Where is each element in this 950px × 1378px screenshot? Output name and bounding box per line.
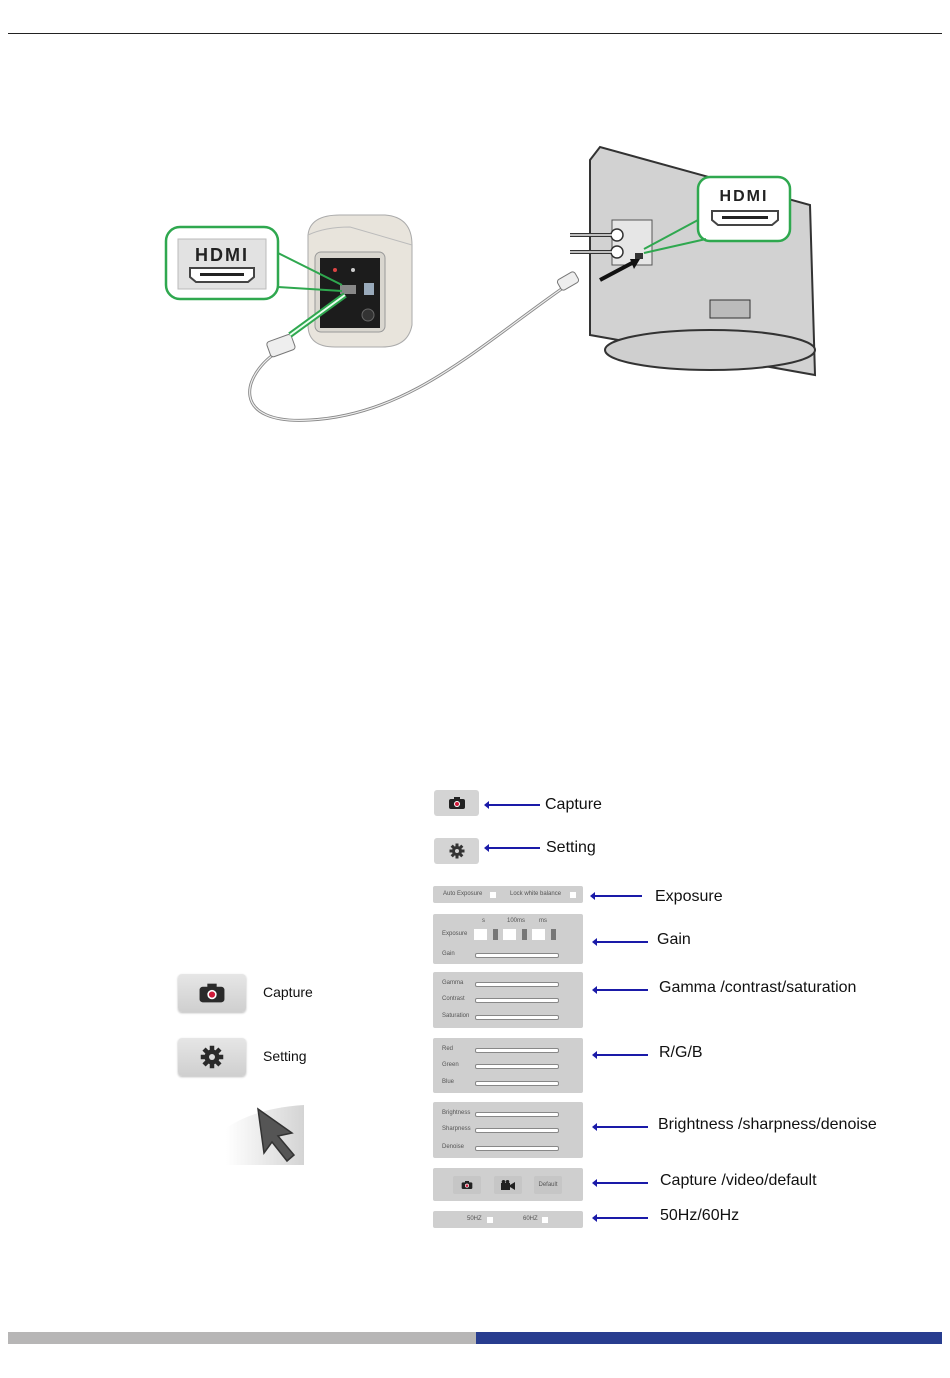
panel-video-button[interactable] <box>494 1176 522 1194</box>
annotation-hz: 50Hz/60Hz <box>660 1207 739 1225</box>
exposure-options-panel: Auto Exposure Lock white balance <box>433 886 583 903</box>
gain-label: Gain <box>442 951 455 957</box>
saturation-slider[interactable] <box>475 1015 559 1020</box>
denoise-slider[interactable] <box>475 1146 559 1151</box>
blue-slider[interactable] <box>475 1081 559 1086</box>
frequency-panel: 50HZ 60HZ <box>433 1211 583 1228</box>
camera-side-plug <box>266 334 296 358</box>
exposure-s-spinner[interactable] <box>493 929 498 940</box>
exposure-ms-input[interactable] <box>532 929 545 940</box>
annotation-capture-video-default: Capture /video/default <box>660 1172 817 1190</box>
hz50-checkbox[interactable] <box>487 1217 493 1223</box>
gear-icon <box>200 1045 224 1069</box>
gamma-contrast-saturation-panel: Gamma Contrast Saturation <box>433 972 583 1028</box>
camera-icon <box>448 796 466 810</box>
green-slider[interactable] <box>475 1064 559 1069</box>
annotation-arrow-gamma <box>596 989 648 991</box>
footer-bar-gray <box>8 1332 476 1344</box>
green-label: Green <box>442 1062 459 1068</box>
annotation-arrow-exposure <box>594 895 642 897</box>
legend-capture-button[interactable] <box>178 974 246 1012</box>
annotation-arrow-setting <box>488 847 540 849</box>
hdmi-connection-illustration: HDMI HDMI <box>150 135 850 435</box>
exposure-unit-ms: ms <box>539 918 547 924</box>
mouse-pointer-icon <box>226 1103 306 1165</box>
denoise-label: Denoise <box>442 1144 464 1150</box>
footer-bar-blue <box>476 1332 942 1344</box>
legend-setting-label: Setting <box>263 1048 307 1064</box>
camera-hdmi-label: HDMI <box>195 245 249 265</box>
annotation-rgb: R/G/B <box>659 1044 703 1062</box>
blue-label: Blue <box>442 1079 454 1085</box>
hz60-checkbox[interactable] <box>542 1217 548 1223</box>
exposure-gain-panel: s 100ms ms Exposure Gain <box>433 914 583 964</box>
camera-icon <box>461 1180 473 1190</box>
annotation-arrow-capture <box>488 804 540 806</box>
hz50-label: 50HZ <box>467 1216 482 1222</box>
red-label: Red <box>442 1046 453 1052</box>
exposure-unit-s: s <box>482 918 485 924</box>
annotation-gamma: Gamma /contrast/saturation <box>659 979 856 997</box>
hz60-label: 60HZ <box>523 1216 538 1222</box>
gain-slider[interactable] <box>475 953 559 958</box>
red-slider[interactable] <box>475 1048 559 1053</box>
panel-capture-button[interactable] <box>453 1176 481 1194</box>
exposure-s-input[interactable] <box>474 929 487 940</box>
tv-hdmi-label: HDMI <box>720 188 769 205</box>
legend-setting-button[interactable] <box>178 1038 246 1076</box>
annotation-arrow-brightness <box>596 1126 648 1128</box>
contrast-slider[interactable] <box>475 998 559 1003</box>
annotation-capture: Capture <box>545 796 602 814</box>
camera-icon <box>198 982 226 1004</box>
setting-button[interactable] <box>434 838 479 864</box>
auto-exposure-label: Auto Exposure <box>443 891 482 897</box>
annotation-setting: Setting <box>546 839 596 857</box>
sharpness-label: Sharpness <box>442 1126 471 1132</box>
tv-side-plug <box>556 271 579 291</box>
rgb-panel: Red Green Blue <box>433 1038 583 1093</box>
exposure-100ms-input[interactable] <box>503 929 516 940</box>
exposure-100ms-spinner[interactable] <box>522 929 527 940</box>
exposure-label: Exposure <box>442 931 467 937</box>
annotation-gain: Gain <box>657 931 691 949</box>
video-camera-icon <box>501 1180 515 1190</box>
exposure-ms-spinner[interactable] <box>551 929 556 940</box>
auto-exposure-checkbox[interactable] <box>490 892 496 898</box>
saturation-label: Saturation <box>442 1013 469 1019</box>
brightness-label: Brightness <box>442 1110 470 1116</box>
brightness-sharpness-denoise-panel: Brightness Sharpness Denoise <box>433 1102 583 1158</box>
gear-icon <box>449 843 465 859</box>
annotation-arrow-rgb <box>596 1054 648 1056</box>
gamma-slider[interactable] <box>475 982 559 987</box>
camera-body <box>308 215 412 347</box>
annotation-exposure: Exposure <box>655 888 723 906</box>
panel-default-button[interactable]: Default <box>534 1176 562 1194</box>
capture-video-default-panel: Default <box>433 1168 583 1201</box>
annotation-arrow-capture-video-default <box>596 1182 648 1184</box>
lock-white-balance-checkbox[interactable] <box>570 892 576 898</box>
lock-white-balance-label: Lock white balance <box>510 891 561 897</box>
legend-capture-label: Capture <box>263 984 313 1000</box>
annotation-arrow-hz <box>596 1217 648 1219</box>
gamma-label: Gamma <box>442 980 463 986</box>
sharpness-slider[interactable] <box>475 1128 559 1133</box>
header-rule <box>8 33 942 34</box>
annotation-arrow-gain <box>596 941 648 943</box>
exposure-unit-100ms: 100ms <box>507 918 525 924</box>
capture-button[interactable] <box>434 790 479 816</box>
brightness-slider[interactable] <box>475 1112 559 1117</box>
annotation-brightness: Brightness /sharpness/denoise <box>658 1116 877 1134</box>
contrast-label: Contrast <box>442 996 465 1002</box>
